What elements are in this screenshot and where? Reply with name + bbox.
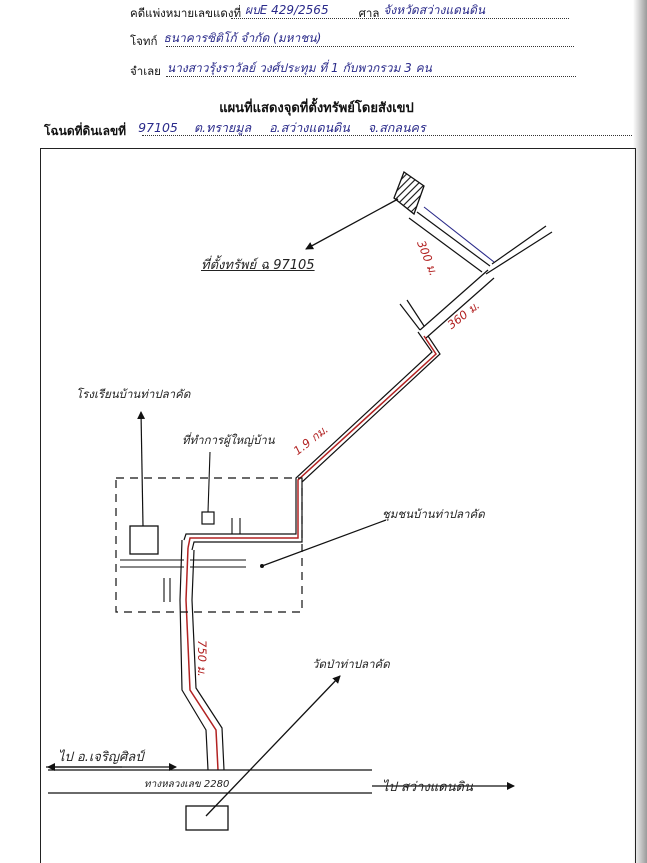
community-label: ชุมชนบ้านท่าปลาคัด [382,507,485,521]
deed-province: จ.สกลนคร [367,120,426,135]
defendant-line: จำเลย นางสาวรุ้งราวัลย์ วงศ์ประทุม ที่ 1 … [130,61,432,81]
defendant-dotline [166,76,576,77]
plaintiff-line: โจทก์ ธนาคารซิติโก้ จำกัด (มหาชน) [130,31,322,51]
road-360 [399,269,495,339]
deed-label: โฉนดที่ดินเลขที่ [44,124,127,138]
map-frame [40,148,636,863]
case-number-value: ผบE 429/2565 [245,3,329,17]
school-label: โรงเรียนบ้านท่าปลาคัด [76,387,191,401]
road-1-9km [183,331,441,551]
to-left-label: ไป อ.เจริญศิลป์ [58,750,144,765]
case-dotline [231,18,569,19]
deed-dotline [142,135,632,136]
court-value: จังหวัดสว่างแดนดิน [383,3,486,17]
temple-label: วัดป่าท่าปลาคัด [312,657,390,671]
deed-subdistrict: ต.ทรายมูล [193,120,252,135]
deed-district: อ.สว่างแดนดิน [269,120,350,135]
case-number-label: คดีแพ่งหมายเลขแดงที่ [130,6,242,20]
road-to-parcel [408,206,495,273]
school-building [129,525,159,555]
property-pointer [305,198,399,250]
plaintiff-dotline [166,46,574,47]
distance-750-label: 750 ม. [195,640,209,677]
court-label: ศาล [358,6,380,20]
village-boundary [115,477,303,613]
property-label: ที่ตั้งทรัพย์ ฉ 97105 [201,258,315,273]
map-title: แผนที่แสดงจุดที่ตั้งทรัพย์โดยสังเขป [219,101,414,116]
plaintiff-value: ธนาคารซิติโก้ จำกัด (มหาชน) [163,31,322,45]
plaintiff-label: โจทก์ [130,34,158,48]
defendant-value: นางสาวรุ้งราวัลย์ วงศ์ประทุม ที่ 1 กับพว… [166,61,432,75]
temple-building [185,805,229,831]
community-pointer [261,519,387,567]
page-edge-shadow [633,0,647,863]
headman-pointer [207,451,211,513]
road-750 [179,539,225,771]
property-parcel [393,170,425,216]
to-right-label: ไป สว่างแดนดิน [382,780,473,795]
route-red-line [187,335,437,549]
case-number-line: คดีแพ่งหมายเลขแดงที่ผบE 429/2565 ศาลจังหว… [130,3,486,23]
village-streets [120,518,246,602]
road-upper-right [485,225,553,275]
highway-label: ทางหลวงเลข 2280 [144,779,230,790]
headman-office [201,511,215,525]
deed-line: โฉนดที่ดินเลขที่ 97105 ต.ทรายมูล อ.สว่างแดน… [44,120,426,141]
school-pointer [137,411,146,527]
route-red-line-lower [185,547,219,771]
temple-pointer [205,675,341,817]
deed-number: 97105 [138,120,178,135]
headman-label: ที่ทำการผู้ใหญ่บ้าน [182,433,275,447]
defendant-label: จำเลย [130,64,161,78]
